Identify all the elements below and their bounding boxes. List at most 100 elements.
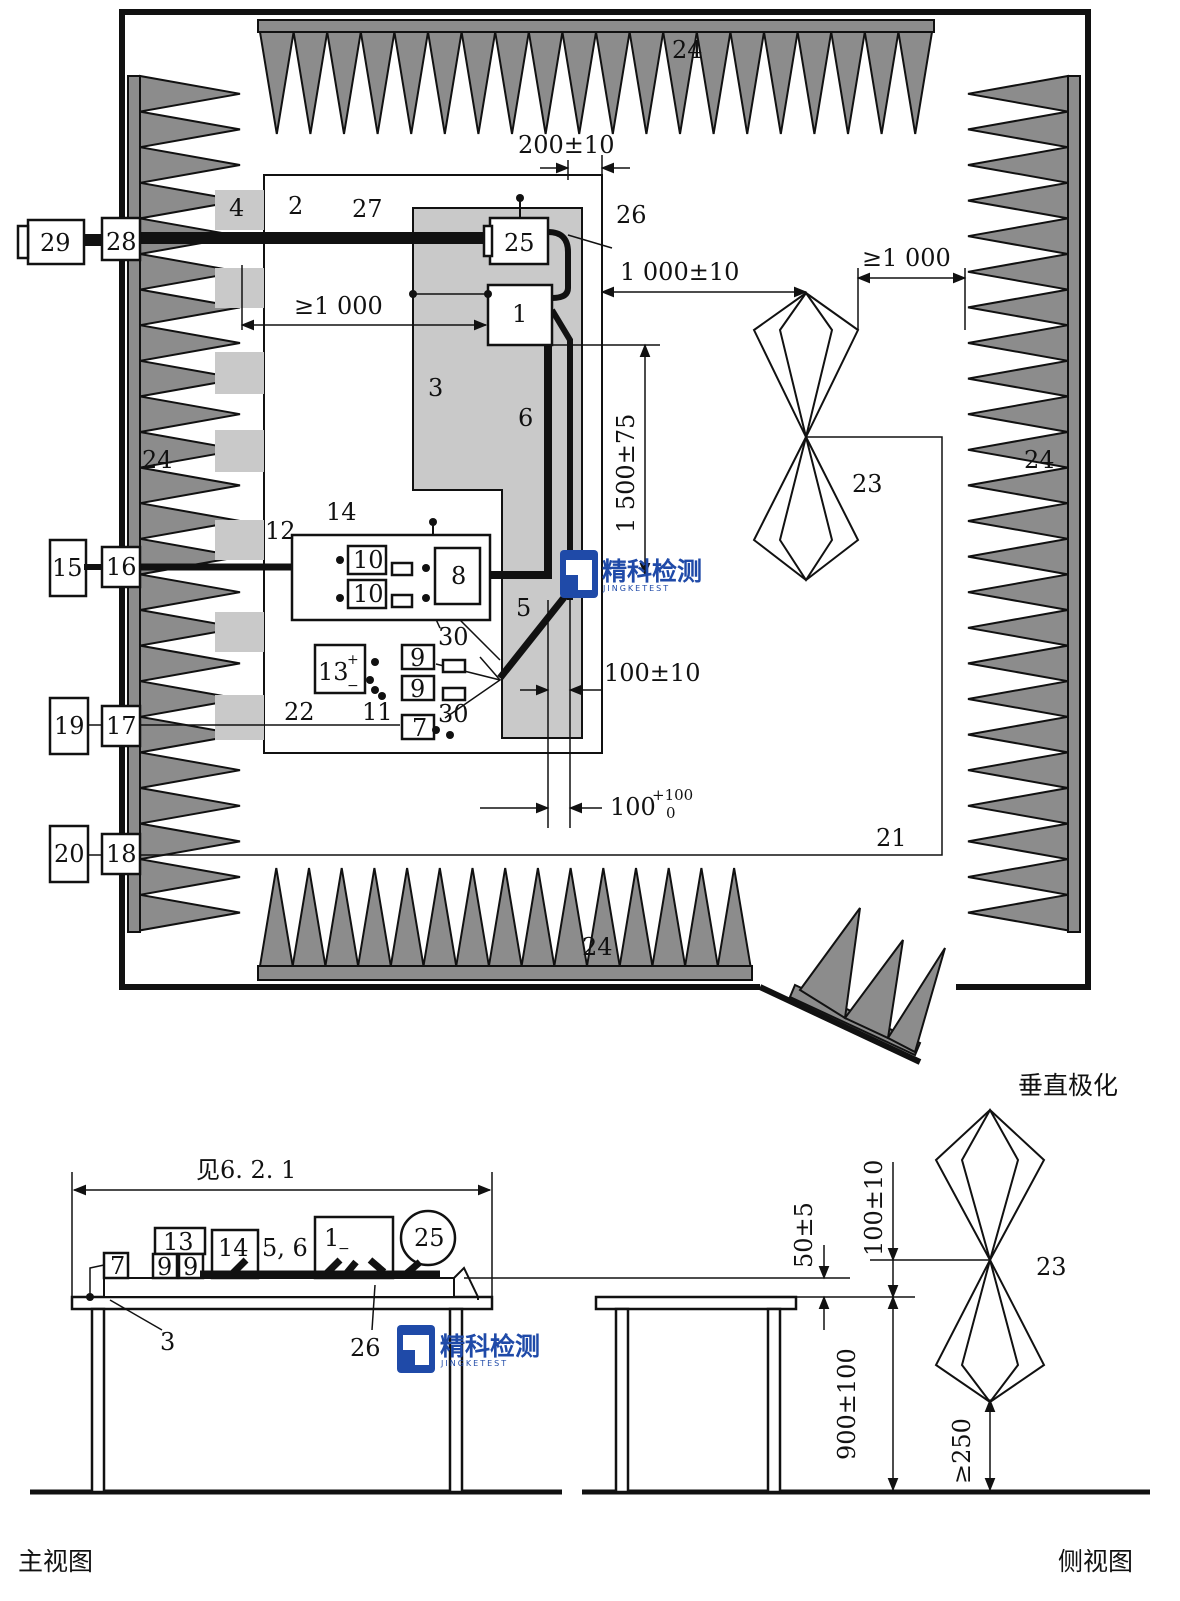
absorber-cone-right <box>967 751 1069 790</box>
front-label-13: 13 <box>163 1228 194 1256</box>
top-view: 29 28 25 26 27 4 2 1 3 6 5 14 12 10 10 8… <box>16 9 1091 1065</box>
dim-100-tol-sub: 0 <box>666 804 676 822</box>
dim-250: ≥250 <box>948 1418 976 1484</box>
absorber-cone-top <box>796 31 833 135</box>
dim-1500: 1 500±75 <box>612 414 640 533</box>
absorber-cone-top <box>494 31 530 135</box>
biconical-antenna-23 <box>752 291 860 582</box>
watermark-en-top: JINGKETEST <box>602 584 670 593</box>
absorber-cone-right <box>967 430 1069 469</box>
absorber-base <box>1067 75 1081 933</box>
absorber-cone-right <box>967 786 1069 825</box>
absorber-cone-top <box>628 31 665 135</box>
absorber-cone-left <box>139 858 241 896</box>
label-24-bottom: 24 <box>582 933 613 961</box>
absorber-cone-right <box>967 644 1069 683</box>
absorber-cone-top <box>527 31 564 135</box>
watermark-logo-top: 精科检测 JINGKETEST <box>560 550 702 598</box>
absorber-cone-bottom <box>553 867 589 967</box>
label-24-right: 24 <box>1024 446 1055 474</box>
front-box-9a <box>151 1252 179 1280</box>
absorber-cone-top <box>258 31 295 135</box>
absorber-cone-left <box>139 324 241 362</box>
absorber-cone-right <box>967 217 1069 256</box>
absorber-cone-right <box>967 252 1069 291</box>
absorber-cone-left <box>139 359 241 398</box>
absorber-cone-bottom <box>389 867 425 967</box>
label-24-left: 24 <box>142 446 173 474</box>
label-9a: 9 <box>410 644 425 672</box>
absorber-cone-top <box>662 31 698 135</box>
label-29: 29 <box>40 229 71 257</box>
front-support-plane <box>103 1277 455 1298</box>
front-view: 见6. 2. 1 7 13 9 9 14 5, 6 1 25 3 26 − 主视… <box>18 1156 562 1576</box>
label-15: 15 <box>52 554 83 582</box>
absorber-cone-bottom <box>487 867 523 967</box>
absorber-cone-left <box>139 822 241 861</box>
label-28: 28 <box>106 228 137 256</box>
absorber-cone-top <box>863 31 900 135</box>
front-label-3: 3 <box>160 1328 175 1356</box>
label-10b: 10 <box>353 580 384 608</box>
label-24-top: 24 <box>672 36 703 64</box>
dim-100-tol-sup: +100 <box>652 786 693 804</box>
absorber-cone-right <box>967 74 1069 113</box>
side-view-title: 侧视图 <box>1058 1547 1133 1576</box>
absorber-cone-right <box>967 822 1069 861</box>
dim-100: 100±10 <box>604 659 700 687</box>
dim-200: 200±10 <box>518 131 614 159</box>
front-label-9b: 9 <box>183 1253 198 1281</box>
label-30b: 30 <box>438 700 469 728</box>
box-1 <box>486 283 554 347</box>
absorber-cone-left <box>139 466 241 505</box>
absorber-cone-left <box>139 680 241 718</box>
label-17: 17 <box>106 712 137 740</box>
label-27: 27 <box>352 195 383 223</box>
dim-900: 900±100 <box>833 1348 861 1460</box>
label-13: 13 <box>318 658 349 686</box>
label-12: 12 <box>265 517 296 545</box>
absorber-cones <box>127 19 1081 981</box>
dim-see-6-2-1: 见6. 2. 1 <box>196 1156 296 1184</box>
absorber-base <box>127 75 141 933</box>
absorber-cone-right <box>967 110 1069 149</box>
box-9a <box>400 643 436 671</box>
dim-100-side: 100±10 <box>860 1160 888 1256</box>
absorber-cone-top <box>460 31 497 135</box>
absorber-cone-top <box>897 31 934 135</box>
dim-1000-b: ≥1 000 <box>862 244 951 272</box>
front-view-title: 主视图 <box>18 1547 93 1576</box>
box-13 <box>313 643 367 695</box>
side-view: 垂直极化 23 50±5 100±10 900±100 ≥250 侧视图 <box>464 1071 1150 1576</box>
label-20: 20 <box>54 840 85 868</box>
absorber-cone-bottom <box>324 867 360 967</box>
absorber-cone-right <box>967 146 1069 184</box>
label-21: 21 <box>876 824 907 852</box>
front-label-9a: 9 <box>157 1253 172 1281</box>
dimension-lines <box>240 155 967 828</box>
absorber-cone-right <box>967 680 1069 718</box>
absorber-cone-left <box>139 573 241 612</box>
side-label-23: 23 <box>1036 1253 1067 1281</box>
absorber-cone-right <box>967 715 1069 754</box>
absorber-cone-top <box>594 31 631 135</box>
box-10a <box>346 544 388 576</box>
label-19: 19 <box>54 712 85 740</box>
absorber-cone-left <box>139 252 241 291</box>
front-label-26: 26 <box>350 1334 381 1362</box>
absorber-cone-right <box>967 181 1069 220</box>
absorber-cone-top <box>561 31 598 135</box>
absorber-cone-bottom <box>291 867 327 967</box>
absorber-cone-top <box>426 31 463 135</box>
top-view-labels: 29 28 25 26 27 4 2 1 3 6 5 14 12 10 10 8… <box>40 36 1055 961</box>
absorber-cone-bottom <box>651 867 687 967</box>
label-6: 6 <box>518 404 533 432</box>
svg-text:+: + <box>347 652 359 668</box>
front-label-14: 14 <box>218 1234 249 1262</box>
front-label-56: 5, 6 <box>262 1234 308 1262</box>
label-3: 3 <box>428 374 443 402</box>
label-2: 2 <box>288 192 303 220</box>
watermark-en-bottom: JINGKETEST <box>440 1359 508 1368</box>
side-biconical-antenna-23 <box>934 1107 1046 1404</box>
